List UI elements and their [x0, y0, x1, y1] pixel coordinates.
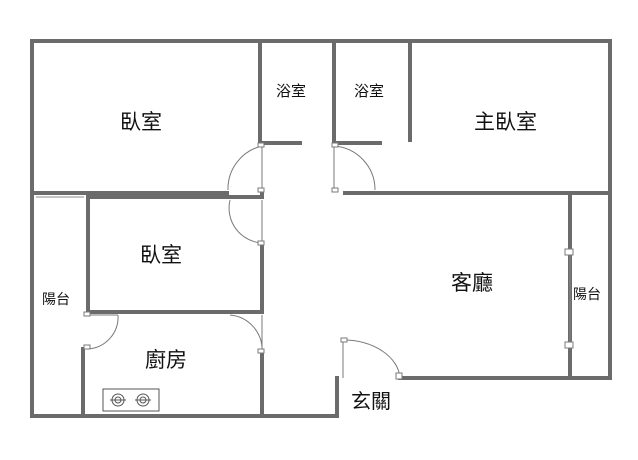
label-master-bedroom: 主臥室: [474, 110, 537, 134]
walls: [30, 39, 612, 418]
door-jambs: [83, 142, 574, 380]
label-kitchen: 廚房: [145, 348, 187, 372]
label-bathroom-left: 浴室: [276, 82, 307, 100]
stove-icon: [102, 388, 160, 412]
label-balcony-right: 陽台: [573, 287, 601, 303]
label-bedroom-middle: 臥室: [140, 243, 182, 267]
label-bedroom-top-left: 臥室: [120, 110, 162, 134]
label-living-room: 客廳: [451, 271, 493, 295]
label-balcony-left: 陽台: [42, 292, 70, 308]
door-swing-icon: [87, 145, 401, 379]
balcony-lines: [36, 196, 571, 346]
label-entrance: 玄關: [351, 389, 391, 413]
label-bathroom-right: 浴室: [354, 82, 385, 100]
